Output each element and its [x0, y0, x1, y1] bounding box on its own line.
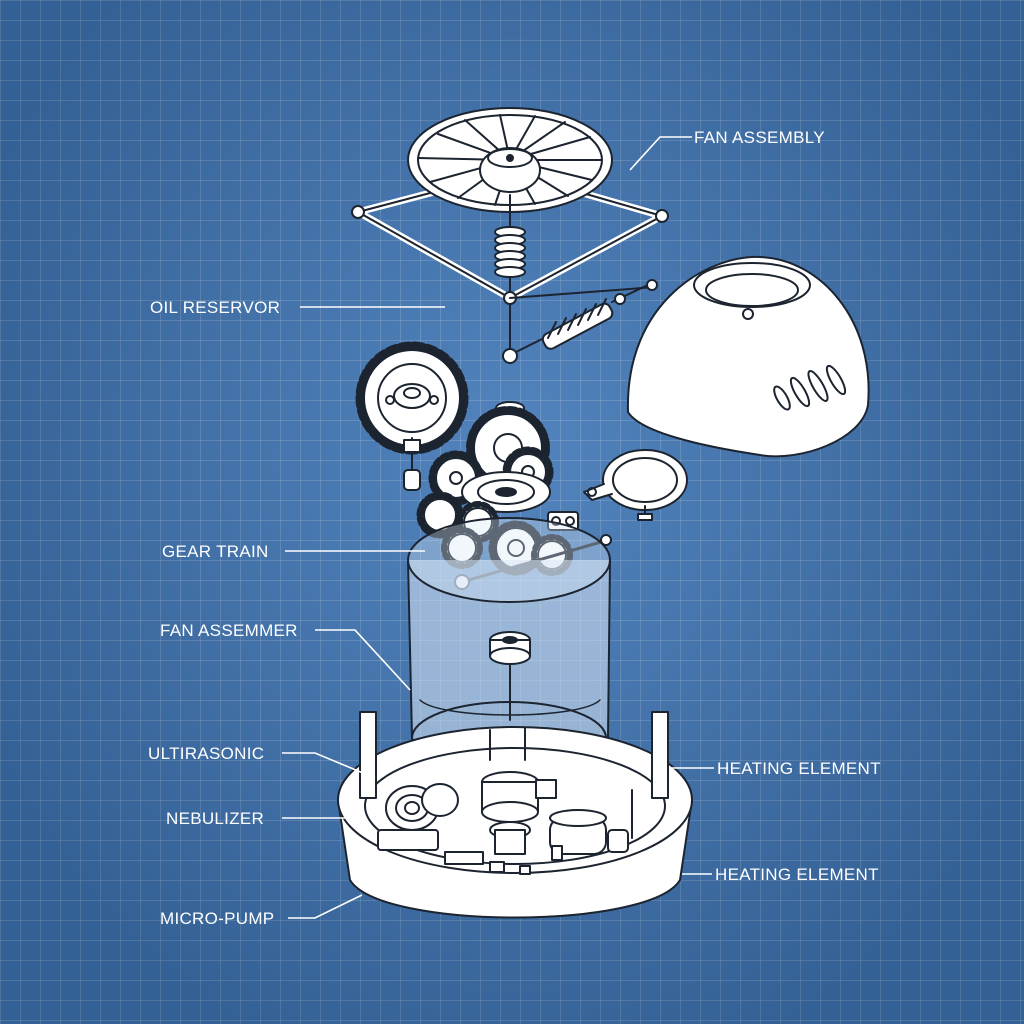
label-ultrasonic: ULTIRASONIC	[148, 744, 265, 763]
large-gear	[355, 341, 469, 491]
fan-assembly	[351, 107, 669, 364]
label-heating-element-lower: HEATING ELEMENT	[715, 865, 879, 884]
spring	[494, 226, 526, 278]
label-micro-pump: MICRO-PUMP	[160, 909, 275, 928]
label-fan-assemmer: FAN ASSEMMER	[160, 621, 298, 640]
base-unit	[337, 711, 693, 919]
tension-spring	[541, 298, 614, 350]
label-fan-assembly: FAN ASSEMBLY	[694, 128, 825, 147]
leader-micro-pump	[288, 894, 363, 919]
leader-fan-assemmer	[315, 629, 411, 691]
label-heating-element-upper: HEATING ELEMENT	[717, 759, 881, 778]
leader-lines	[282, 136, 714, 919]
leader-ultrasonic	[282, 752, 376, 779]
leader-fan-assembly	[629, 136, 692, 171]
dome-housing	[626, 255, 870, 458]
label-nebulizer: NEBULIZER	[166, 809, 265, 828]
central-gears	[416, 401, 612, 590]
ultrasonic-disc	[583, 449, 688, 521]
label-gear-train: GEAR TRAIN	[162, 542, 269, 561]
base-components	[377, 771, 629, 875]
label-oil-reservoir: OIL RESERVOR	[150, 298, 281, 317]
dome-vents	[773, 364, 847, 411]
gear-train	[355, 341, 612, 590]
